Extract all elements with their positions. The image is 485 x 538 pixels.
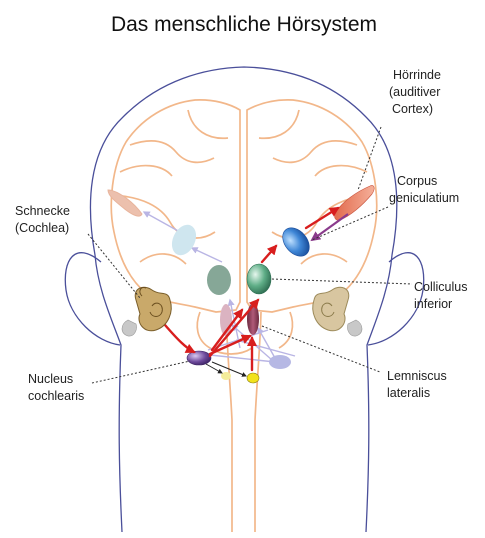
svg-text:Hörrinde: Hörrinde: [393, 68, 441, 82]
svg-text:Corpus: Corpus: [397, 174, 437, 188]
left-nucleus-cochlearis: [187, 351, 211, 365]
superior-olive-right: [247, 373, 259, 383]
left-colliculus-inferior: [207, 265, 231, 295]
label-lemniscus-lateralis: Lemniscus lateralis: [387, 369, 447, 400]
right-cochlea-icon: [313, 287, 362, 336]
svg-text:lateralis: lateralis: [387, 386, 430, 400]
left-cochlea-icon: [122, 287, 171, 336]
head-outline: [65, 67, 423, 532]
svg-text:Cortex): Cortex): [392, 102, 433, 116]
label-schnecke: Schnecke (Cochlea): [15, 204, 70, 235]
svg-text:(auditiver: (auditiver: [389, 85, 440, 99]
diagram-title: Das menschliche Hörsystem: [111, 13, 377, 36]
superior-olive-left: [221, 372, 231, 380]
label-hoerrinde: Hörrinde (auditiver Cortex): [389, 68, 441, 116]
left-ear: [65, 253, 120, 345]
svg-text:(Cochlea): (Cochlea): [15, 221, 69, 235]
right-corpus-geniculatum: [277, 223, 314, 262]
right-lemniscus-lateralis: [247, 303, 259, 335]
leader-lines: [88, 127, 412, 383]
svg-text:Lemniscus: Lemniscus: [387, 369, 447, 383]
svg-text:Schnecke: Schnecke: [15, 204, 70, 218]
svg-text:inferior: inferior: [414, 297, 452, 311]
svg-text:geniculatium: geniculatium: [389, 191, 459, 205]
svg-text:Colliculus: Colliculus: [414, 280, 468, 294]
right-nucleus-cochlearis: [269, 355, 291, 369]
label-nucleus-cochlearis: Nucleus cochlearis: [28, 372, 84, 403]
svg-text:cochlearis: cochlearis: [28, 389, 84, 403]
right-colliculus-inferior: [247, 264, 271, 294]
left-auditory-cortex: [108, 190, 142, 216]
label-corpus-geniculatum: Corpus geniculatium: [389, 174, 459, 205]
svg-text:Nucleus: Nucleus: [28, 372, 73, 386]
